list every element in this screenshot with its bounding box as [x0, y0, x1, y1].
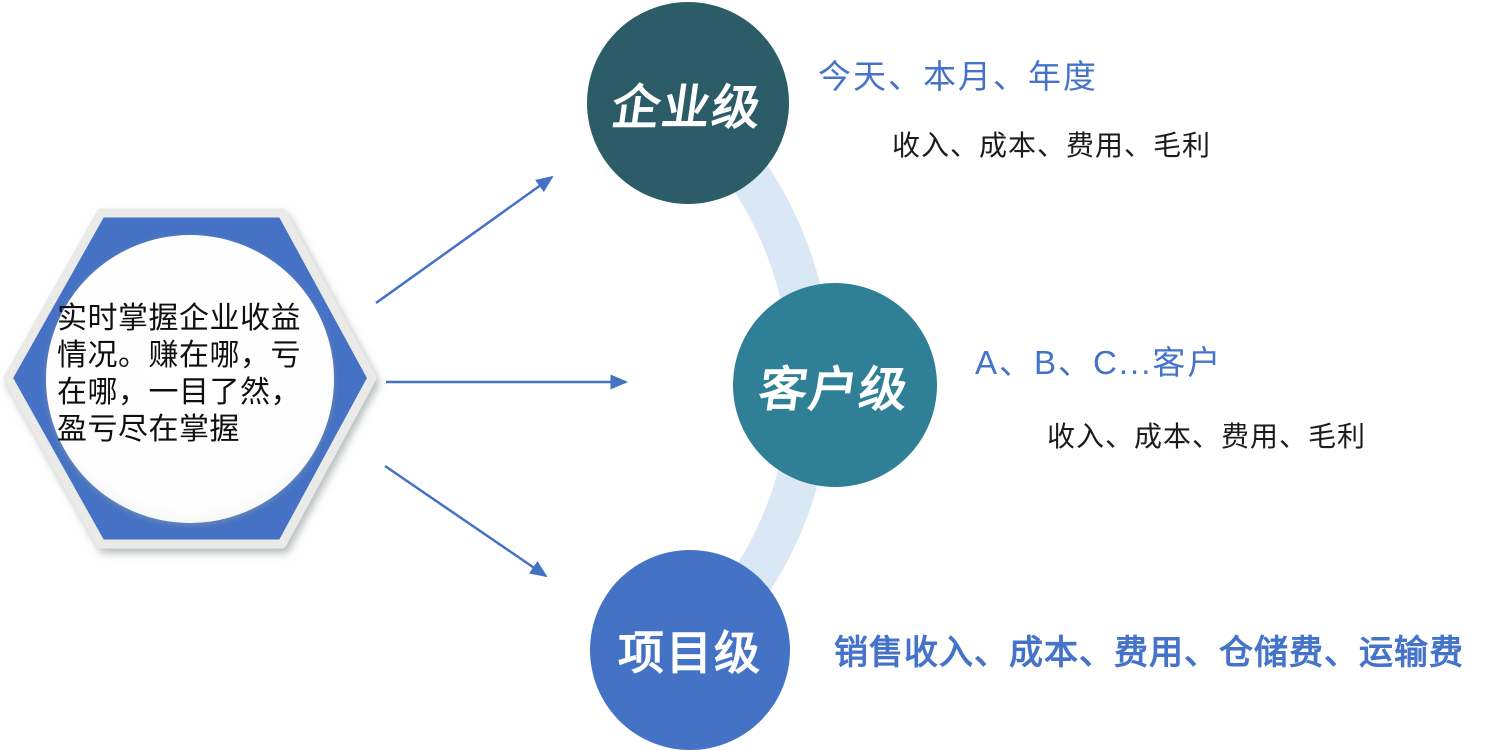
- hexagon-badge: [3, 208, 377, 549]
- hexagon-inner-circle: [46, 235, 334, 523]
- hexagon-description: 实时掌握企业收益 情况。赚在哪，亏 在哪，一目了然， 盈亏尽在掌握: [57, 302, 301, 446]
- project-level-circle: 项目级: [590, 550, 790, 750]
- enterprise-level-circle: 企业级: [587, 2, 789, 204]
- project-primary-text: 销售收入、成本、费用、仓储费、运输费: [834, 634, 1464, 672]
- enterprise-primary-text: 今天、本月、年度: [818, 58, 1098, 95]
- customer-level-circle: 客户级: [733, 283, 937, 487]
- customer-secondary-text: 收入、成本、费用、毛利: [1047, 421, 1367, 452]
- arrow-to-project: [384, 464, 548, 578]
- arrow-to-enterprise: [375, 175, 554, 305]
- enterprise-level-label: 企业级: [608, 82, 766, 135]
- enterprise-secondary-text: 收入、成本、费用、毛利: [892, 130, 1212, 161]
- customer-level-label: 客户级: [755, 364, 913, 417]
- customer-primary-text: A、B、C...客户: [975, 344, 1223, 381]
- project-level-label: 项目级: [618, 627, 762, 679]
